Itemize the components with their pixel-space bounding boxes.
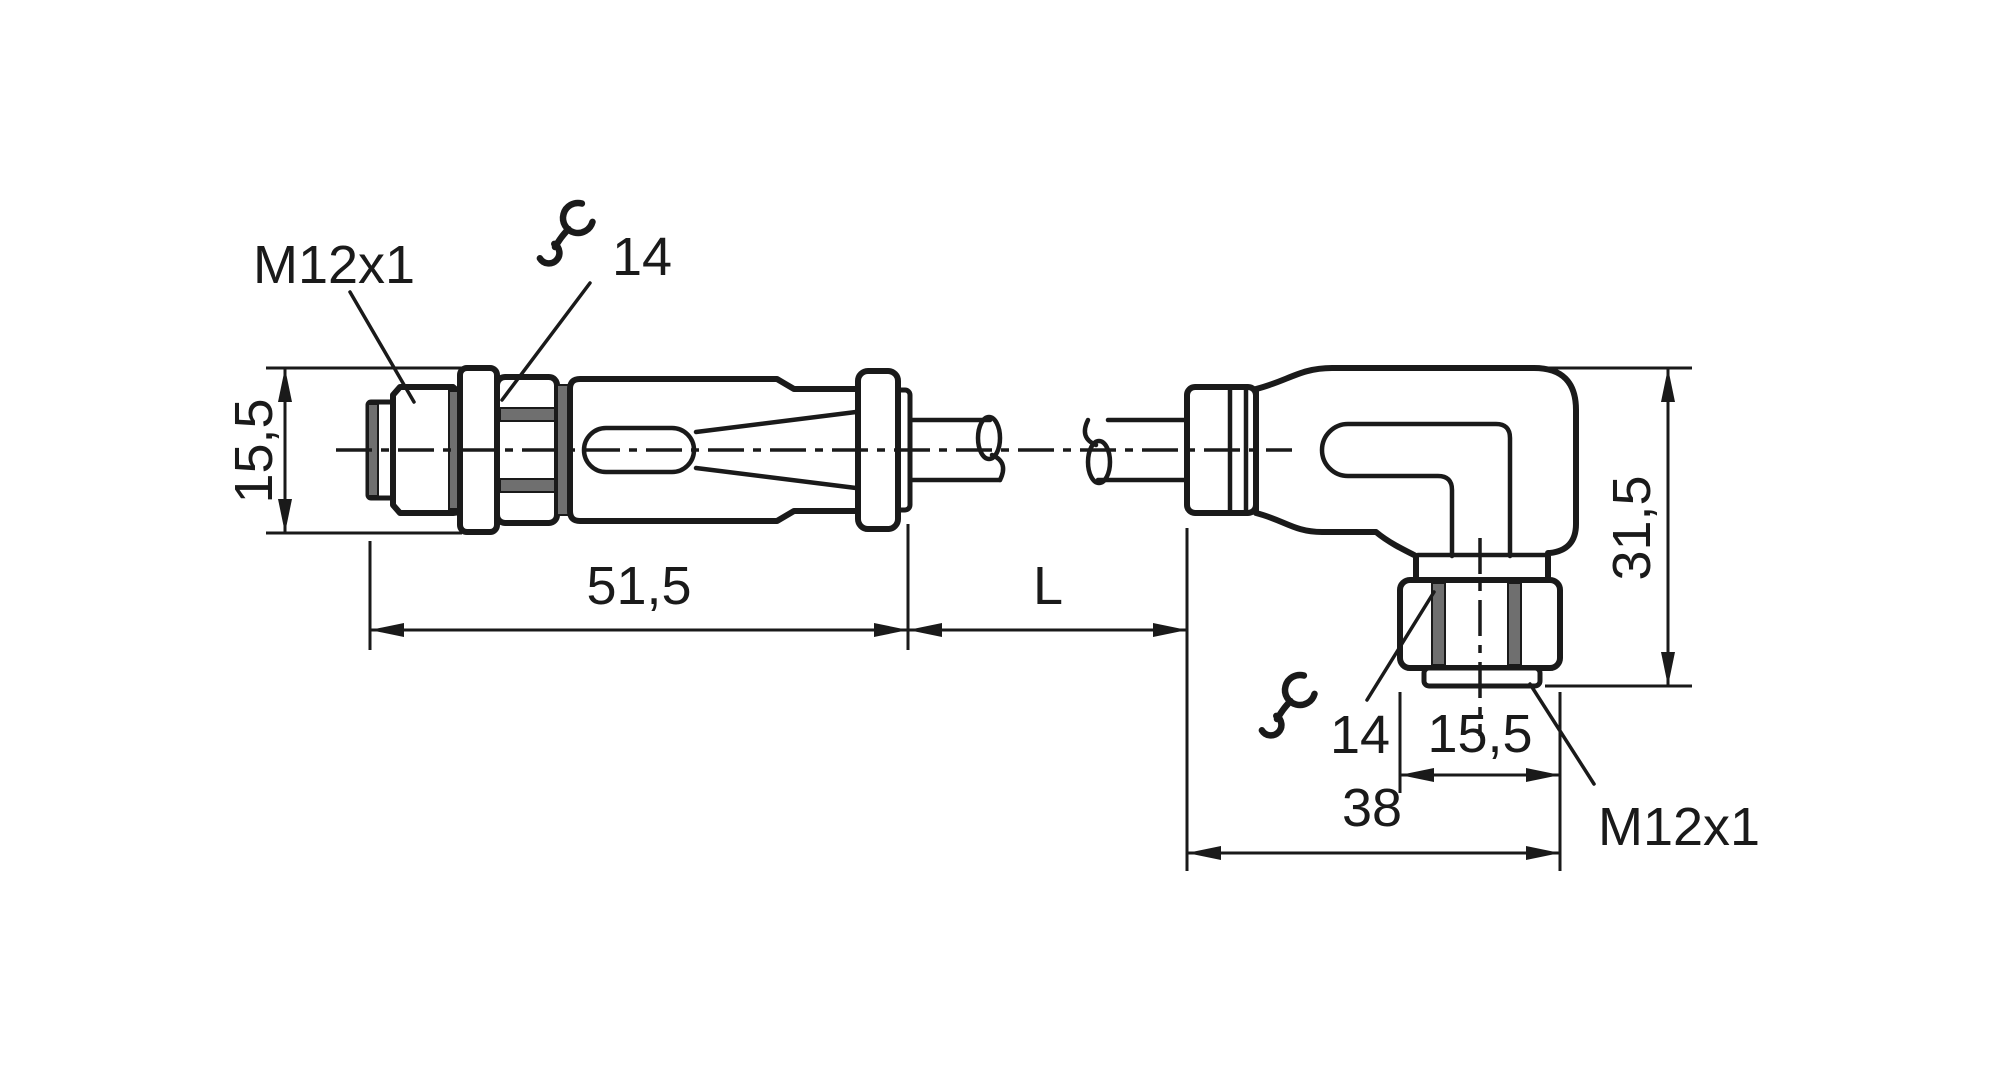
right-connector-drawing <box>1184 365 1579 689</box>
cable-right-break-curve <box>1082 417 1099 448</box>
dimension-arrow <box>1526 846 1560 860</box>
dimension-arrow <box>278 368 292 402</box>
cable-drawing <box>907 414 1190 486</box>
right-wrench-size-label: 14 <box>1330 705 1390 765</box>
cable-right-break-loop <box>1085 438 1113 486</box>
cable-left-break-curve <box>989 452 1006 483</box>
left-connector-hex-facet-bottom <box>499 478 556 493</box>
dimension-arrow <box>874 623 908 637</box>
dimension-arrow <box>1526 768 1560 782</box>
dimension-arrow <box>1661 368 1675 402</box>
cable-length-dimension-label: L <box>1033 556 1063 616</box>
leader-line <box>1528 682 1596 786</box>
dimension-arrow <box>1400 768 1434 782</box>
right-nut-width-dimension-label: 15,5 <box>1427 704 1532 764</box>
leader-line <box>1365 590 1436 702</box>
dimension-arrow <box>1187 846 1221 860</box>
right-height-dimension-label: 31,5 <box>1602 475 1662 580</box>
right-connector-hex-facet-right <box>1507 582 1522 666</box>
right-connector-hex-facet-left <box>1431 582 1446 666</box>
callout-labels: M12x1 14 14 M12x1 <box>253 203 1760 857</box>
right-connector-thread-stub <box>1421 665 1543 689</box>
left-diameter-dimension-label: 15,5 <box>224 398 284 503</box>
wrench-icon <box>540 203 593 263</box>
left-thread-label: M12x1 <box>253 235 415 295</box>
left-wrench-size-label: 14 <box>612 227 672 287</box>
wrench-icon <box>1262 675 1315 735</box>
left-length-dimension-label: 51,5 <box>586 556 691 616</box>
dimension-arrow <box>278 499 292 533</box>
dimension-arrow <box>908 623 942 637</box>
dimension-arrow <box>1153 623 1187 637</box>
right-depth-dimension-label: 38 <box>1342 778 1402 838</box>
left-connector-inner-taper-top <box>693 409 859 435</box>
right-thread-label: M12x1 <box>1598 797 1760 857</box>
right-connector-inner-contour <box>1319 421 1513 559</box>
cable-left-break-loop <box>975 414 1003 462</box>
leader-line <box>500 281 592 402</box>
left-connector-hex-facet-top <box>499 407 556 422</box>
leader-line <box>348 290 416 404</box>
left-connector-inner-taper-bottom <box>693 465 859 491</box>
dimension-arrow <box>1661 652 1675 686</box>
dimensions: 15,5 51,5 L 31,5 15,5 38 <box>224 366 1692 871</box>
dimension-arrow <box>370 623 404 637</box>
